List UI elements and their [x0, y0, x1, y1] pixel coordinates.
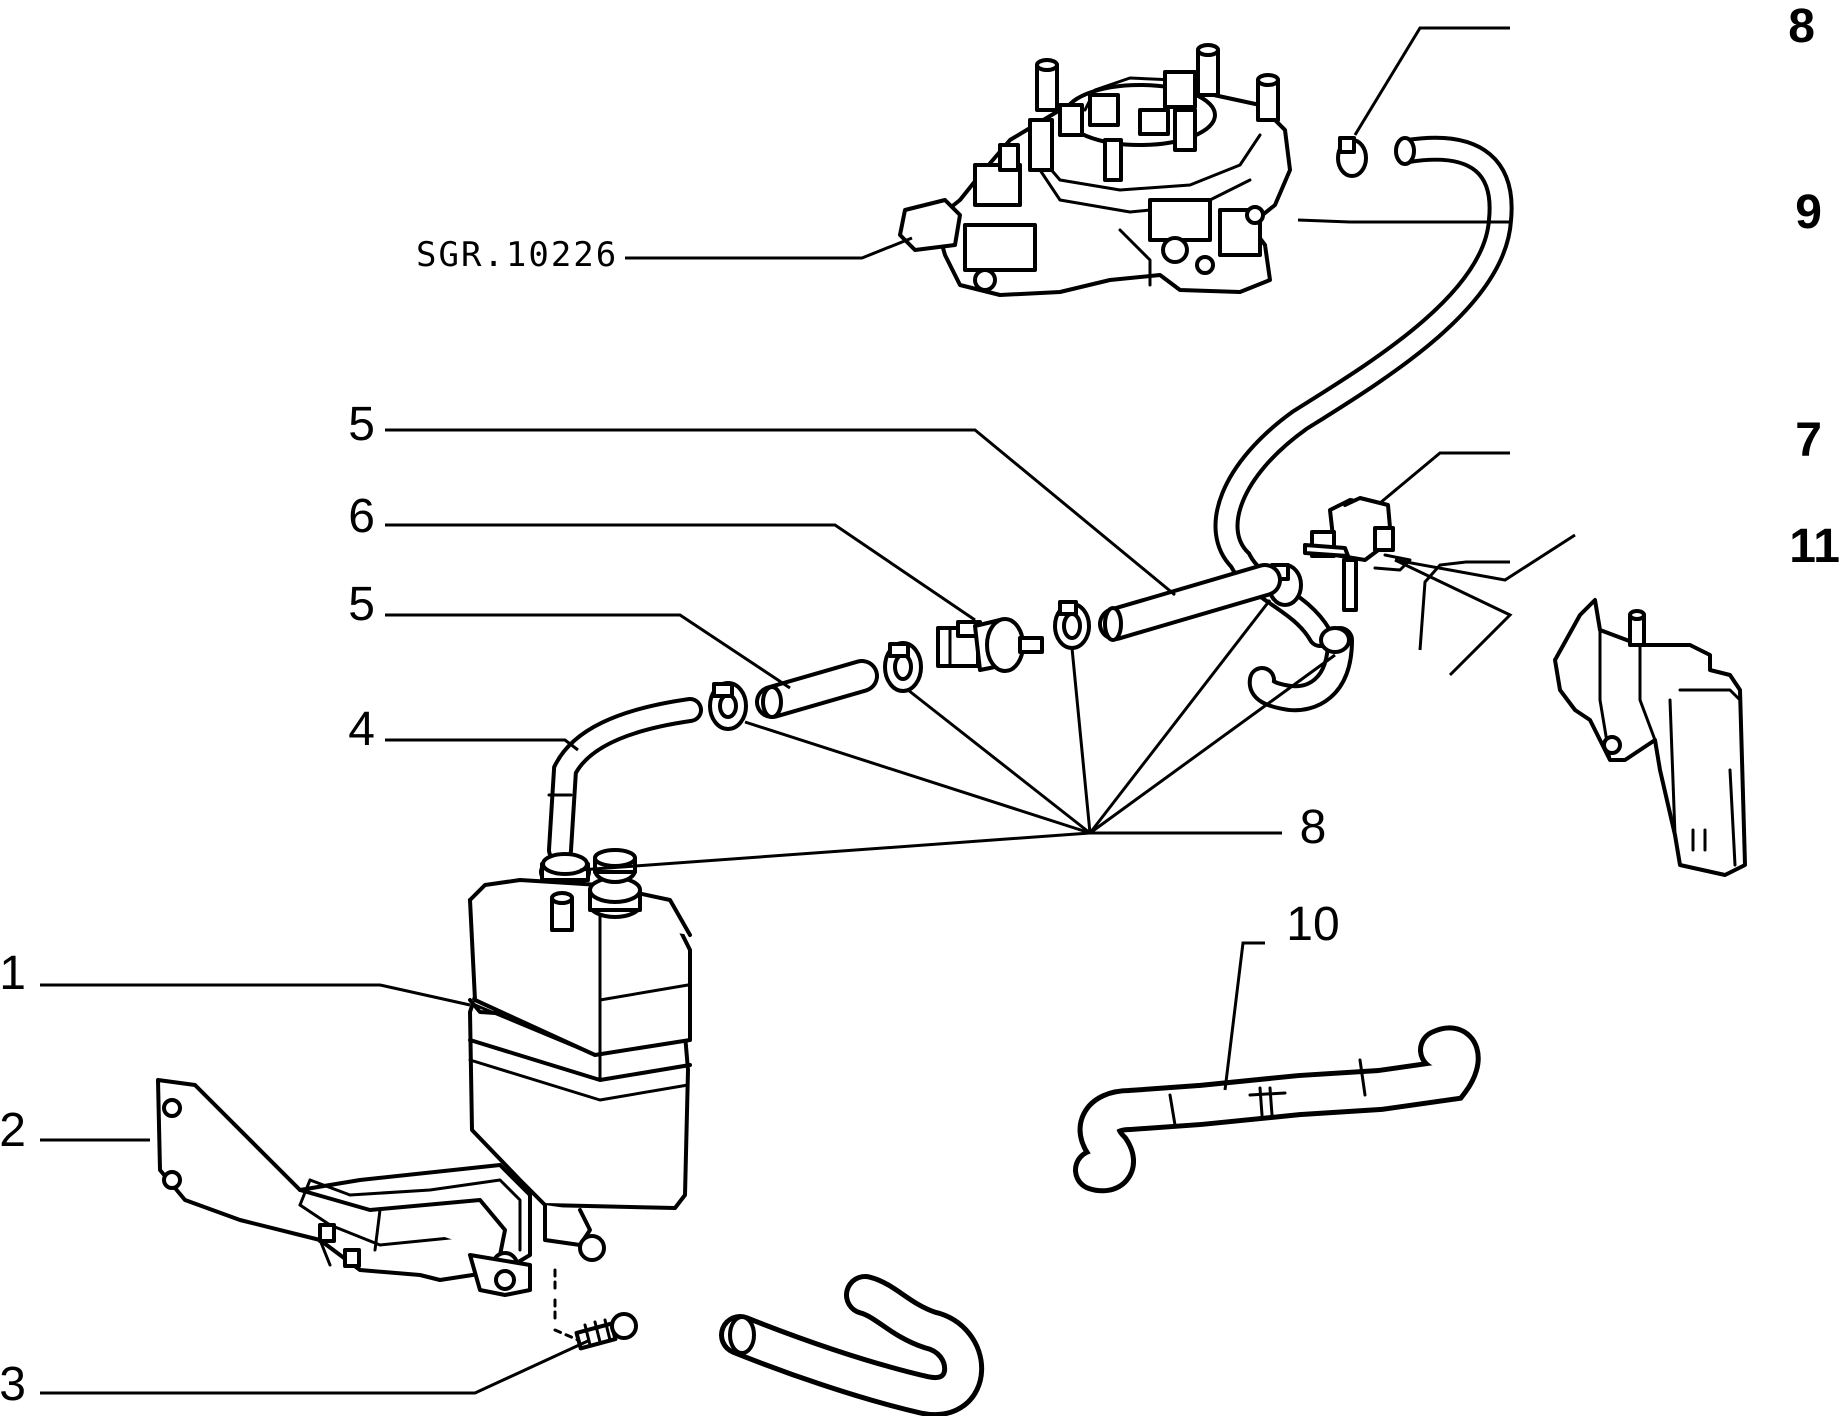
clamp-8-top — [1336, 136, 1368, 178]
valve-7 — [1303, 496, 1412, 612]
hose-4 — [547, 697, 703, 863]
callout-1: 1 — [0, 947, 26, 1000]
callout-5-upper: 5 — [348, 398, 375, 451]
tube-5-upper — [1098, 563, 1282, 642]
bracket-11 — [1553, 598, 1747, 877]
callout-10: 10 — [1286, 898, 1339, 951]
elbow-hose — [1247, 626, 1354, 713]
reference-code-label: SGR.10226 — [416, 235, 618, 275]
callout-5-lower: 5 — [348, 578, 375, 631]
callout-8-top: 8 — [1788, 0, 1815, 53]
canister-1 — [468, 848, 692, 1262]
callout-9: 9 — [1795, 186, 1822, 239]
bolt-3 — [553, 1268, 638, 1351]
clamp-8-tube5-left — [708, 681, 748, 731]
u-hose — [719, 1274, 985, 1416]
callout-11: 11 — [1789, 520, 1840, 573]
reference-code-leader — [625, 236, 913, 260]
bracket-2 — [156, 1078, 532, 1297]
callout-4: 4 — [348, 703, 375, 756]
valve-6 — [936, 617, 1044, 673]
clamp-8-elbow — [1319, 626, 1351, 654]
clamp-8-hose4-bottom — [539, 852, 591, 888]
throttle-body-assembly — [898, 43, 1292, 297]
callout-3: 3 — [0, 1358, 26, 1411]
callout-7: 7 — [1795, 414, 1822, 467]
callout-8-fan: 8 — [1300, 801, 1327, 854]
clamp-8-valve6-left — [883, 641, 923, 693]
hose-assembly-10 — [1073, 1025, 1481, 1194]
callout-2: 2 — [0, 1104, 26, 1157]
leader-lines — [40, 26, 1576, 1395]
tube-5-lower — [755, 659, 879, 719]
callout-6: 6 — [348, 490, 375, 543]
clamp-8-mid — [1053, 600, 1091, 650]
